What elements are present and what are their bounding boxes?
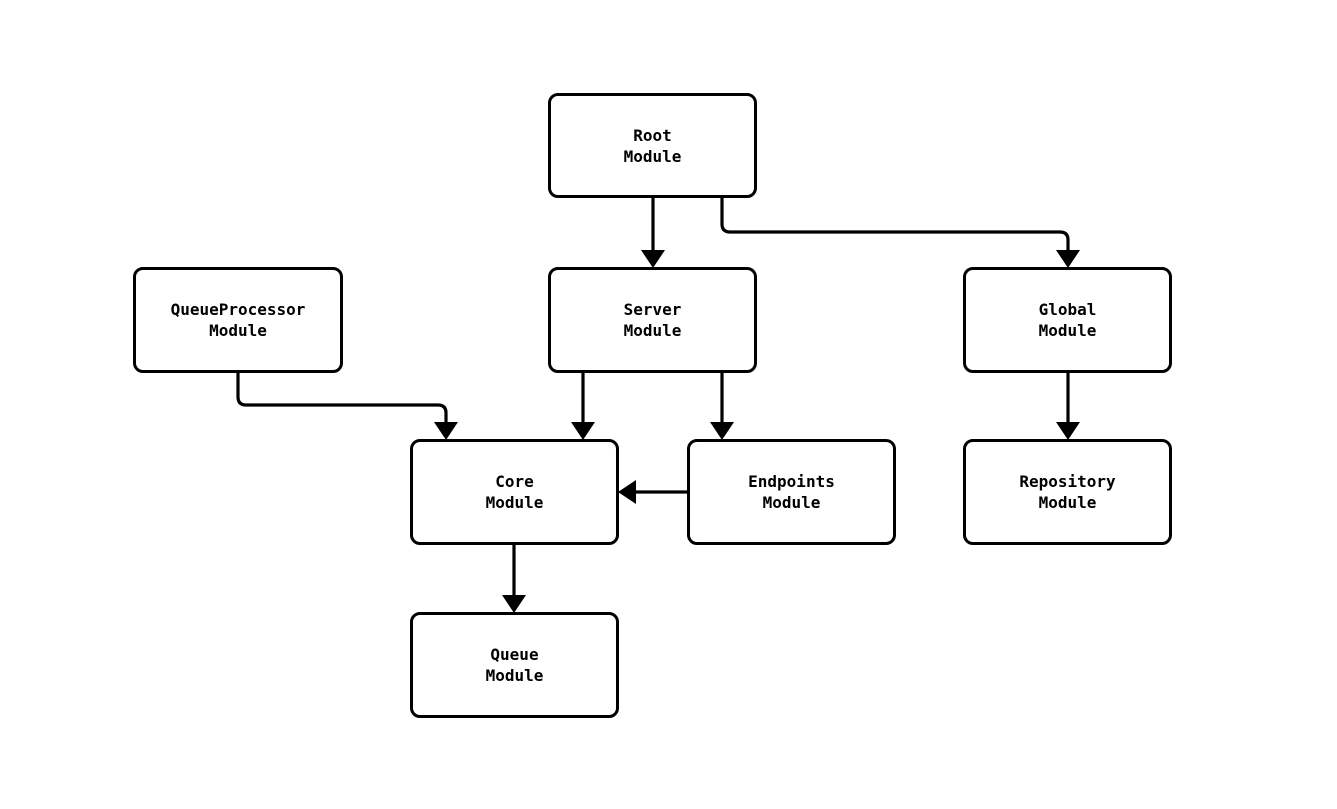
node-endpoints-module: Endpoints Module (687, 439, 896, 545)
node-root-module: Root Module (548, 93, 757, 198)
node-core-module-label: Core Module (485, 472, 544, 512)
node-server-module-label: Server Module (623, 300, 682, 340)
node-server-module: Server Module (548, 267, 757, 373)
node-endpoints-module-label: Endpoints Module (748, 472, 835, 512)
edge-queueprocessor-to-core (236, 373, 458, 440)
edge-root-to-server (641, 198, 665, 268)
node-queue-module: Queue Module (410, 612, 619, 718)
node-root-module-label: Root Module (623, 125, 682, 166)
node-global-module-label: Global Module (1038, 300, 1097, 340)
node-repository-module-label: Repository Module (1019, 472, 1116, 512)
edge-endpoints-to-core (618, 480, 687, 504)
node-global-module: Global Module (963, 267, 1172, 373)
edge-core-to-queue (502, 545, 526, 613)
edge-root-to-global (720, 198, 1080, 268)
node-queue-module-label: Queue Module (485, 645, 544, 685)
node-core-module: Core Module (410, 439, 619, 545)
edge-server-to-endpoints (710, 373, 734, 440)
node-repository-module: Repository Module (963, 439, 1172, 545)
edge-global-to-repository (1056, 373, 1080, 440)
edge-server-to-core (571, 373, 595, 440)
node-queueprocessor-module-label: QueueProcessor Module (170, 300, 306, 340)
node-queueprocessor-module: QueueProcessor Module (133, 267, 343, 373)
